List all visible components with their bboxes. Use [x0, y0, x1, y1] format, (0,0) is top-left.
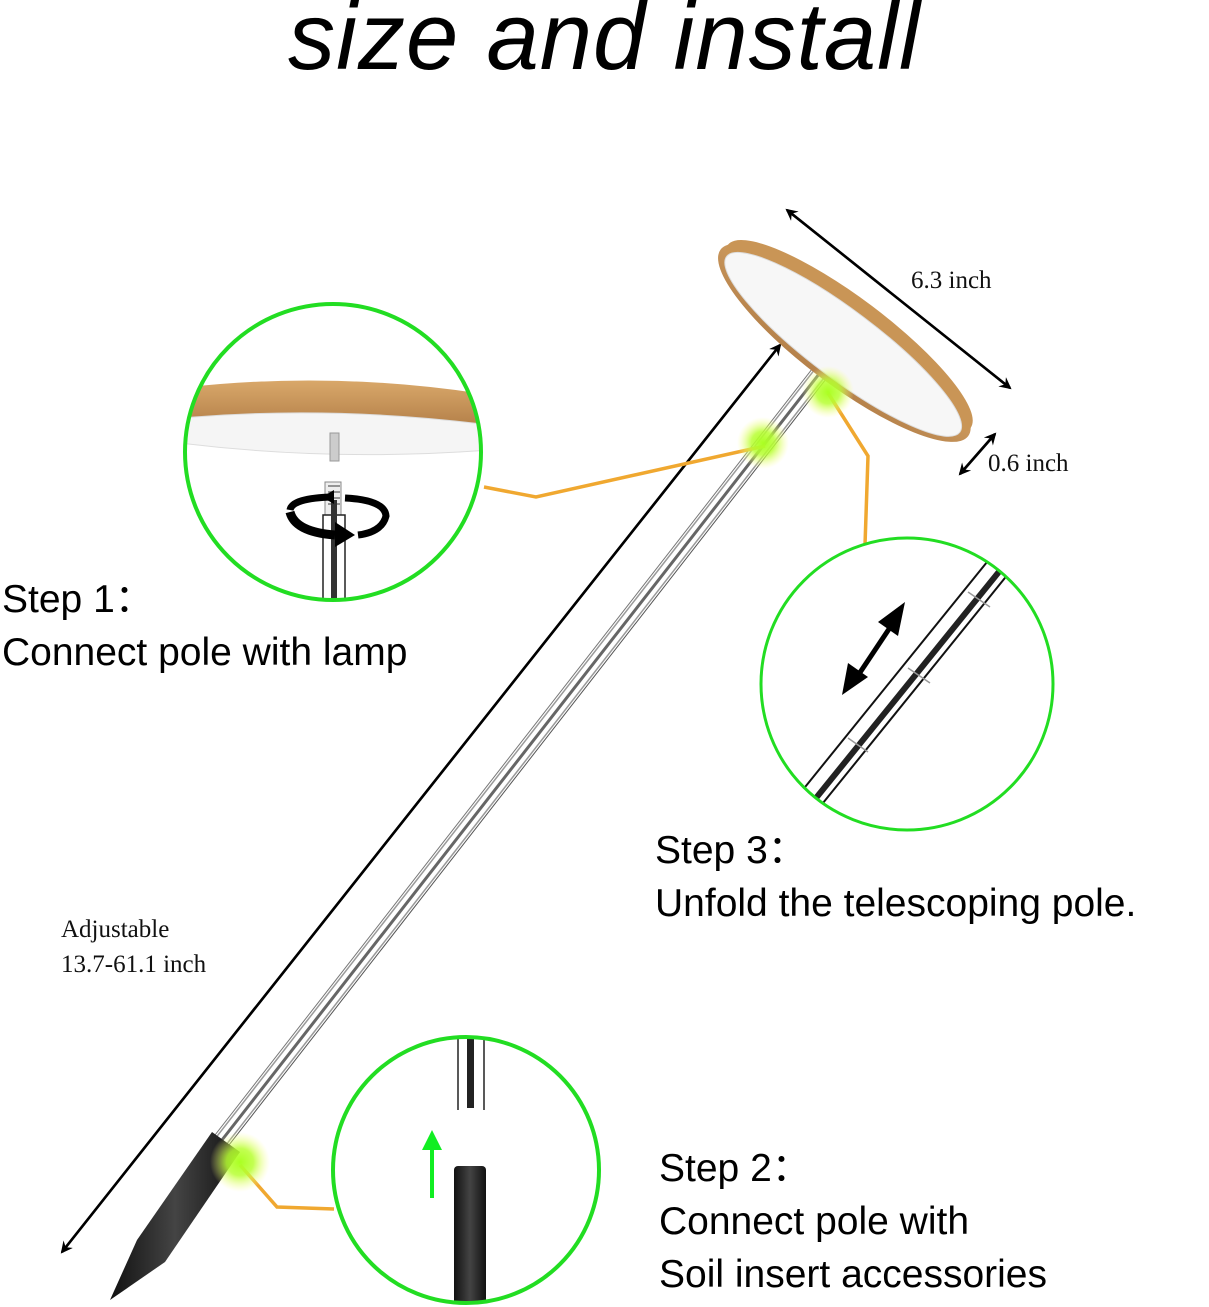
- adjustable-length-arrow: [60, 343, 782, 1254]
- step-3-text: Step 3： Unfold the telescoping pole.: [655, 824, 1136, 930]
- step-1-heading: Step 1：: [2, 578, 154, 621]
- diameter-arrow: [785, 208, 1012, 390]
- thickness-arrow: [958, 432, 997, 476]
- telescoping-pole: [214, 354, 838, 1146]
- step-2-line-2: Soil insert accessories: [659, 1253, 1047, 1296]
- detail-circle-step2: [331, 1035, 601, 1305]
- diameter-label: 6.3 inch: [911, 267, 992, 294]
- up-arrow-icon: [422, 1130, 442, 1198]
- step-2-text: Step 2： Connect pole with Soil insert ac…: [659, 1142, 1047, 1301]
- highlight-glows: [210, 366, 854, 1192]
- page-title: size and install: [288, 0, 921, 90]
- adjustable-label: Adjustable 13.7-61.1 inch: [61, 912, 206, 982]
- step-1-line-1: Connect pole with lamp: [2, 631, 408, 674]
- adjustable-range: 13.7-61.1 inch: [61, 951, 207, 978]
- detail-circle-step3: [759, 536, 1055, 832]
- double-arrow-icon: [842, 602, 905, 695]
- step-1-text: Step 1： Connect pole with lamp: [2, 573, 407, 679]
- step-3-heading: Step 3：: [655, 829, 807, 872]
- adjustable-title: Adjustable: [61, 916, 170, 943]
- lamp-head: [718, 240, 973, 442]
- step-3-line-1: Unfold the telescoping pole.: [655, 882, 1137, 925]
- step-2-line-1: Connect pole with: [659, 1200, 970, 1243]
- step-2-heading: Step 2：: [659, 1147, 811, 1190]
- rotate-arrow-icon: [285, 490, 390, 547]
- thickness-label: 0.6 inch: [988, 450, 1069, 477]
- detail-circle-step1: [183, 302, 483, 602]
- soil-stake: [110, 1132, 240, 1300]
